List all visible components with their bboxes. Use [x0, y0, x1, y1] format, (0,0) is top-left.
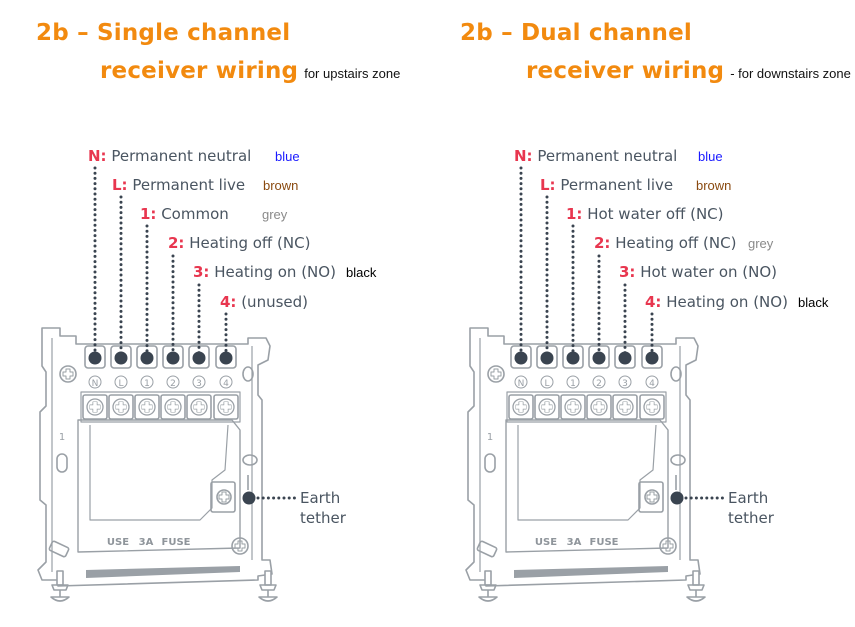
- panel-subtitle: - for downstairs zone: [730, 66, 851, 81]
- wire-color-note: black: [346, 265, 377, 280]
- wire-color-note: blue: [698, 149, 723, 164]
- wire-color-note: grey: [748, 236, 774, 251]
- earth-connection-dot: [670, 491, 684, 505]
- earth-label-line1: Earth: [300, 489, 341, 507]
- earth-connection-dot: [242, 491, 256, 505]
- terminal-label: 3: Hot water on (NO): [619, 263, 777, 281]
- wire-color-note: brown: [263, 178, 299, 193]
- panel-title-line1: 2b – Dual channel: [460, 20, 693, 46]
- single-channel-panel: 2b – Single channel receiver wiring for u…: [0, 0, 427, 627]
- terminal-connection-dot: [592, 351, 606, 365]
- terminal-connection-dot: [566, 351, 580, 365]
- terminal-key: 3:: [193, 263, 210, 281]
- terminal-description: Permanent live: [555, 176, 674, 194]
- fuse-marking: USE: [107, 537, 129, 548]
- backplate-outline: [465, 327, 706, 602]
- terminal-description: Heating off (NC): [610, 234, 737, 252]
- terminal-key: 1:: [566, 205, 583, 223]
- earth-tether-label: Earth tether: [300, 488, 346, 528]
- fuse-marking: FUSE: [590, 537, 619, 548]
- terminal-key: 4:: [645, 293, 662, 311]
- terminal-key: 2:: [168, 234, 185, 252]
- terminal-description: Heating on (NO): [209, 263, 336, 281]
- terminal-description: Hot water on (NO): [635, 263, 777, 281]
- earth-label-line2: tether: [728, 509, 774, 527]
- earth-label-line1: Earth: [728, 489, 769, 507]
- terminal-marking: 2: [170, 379, 176, 389]
- panel-title-line1: 2b – Single channel: [36, 20, 291, 46]
- terminal-marking: 3: [196, 379, 202, 389]
- terminal-label: N: Permanent neutral: [88, 147, 251, 165]
- terminal-marking: 1: [144, 379, 150, 389]
- fuse-marking: 3A: [139, 537, 154, 548]
- terminal-marking: L: [544, 379, 549, 389]
- terminal-description: Permanent neutral: [532, 147, 678, 165]
- wire-color-note: brown: [696, 178, 732, 193]
- terminal-label: 4: Heating on (NO): [645, 293, 788, 311]
- panel-title-line2-text: receiver wiring: [100, 58, 299, 84]
- panel-title-line2-text: receiver wiring: [526, 58, 725, 84]
- terminal-marking: 3: [622, 379, 628, 389]
- terminal-marking: 2: [596, 379, 602, 389]
- terminal-description: Hot water off (NC): [582, 205, 724, 223]
- terminal-marking: L: [118, 379, 123, 389]
- side-marking: 1: [59, 432, 65, 443]
- terminal-label: 2: Heating off (NC): [594, 234, 736, 252]
- terminal-marking: N: [92, 379, 99, 389]
- terminal-key: L:: [540, 176, 556, 194]
- panel-subtitle: for upstairs zone: [304, 66, 401, 81]
- dual-channel-panel: 2b – Dual channel receiver wiring - for d…: [428, 0, 855, 627]
- earth-label-line2: tether: [300, 509, 346, 527]
- terminal-description: Heating on (NO): [661, 293, 788, 311]
- terminal-key: N:: [514, 147, 533, 165]
- side-marking: 1: [487, 432, 493, 443]
- terminal-connection-dot: [540, 351, 554, 365]
- terminal-label: N: Permanent neutral: [514, 147, 677, 165]
- terminal-connection-dot: [166, 351, 180, 365]
- terminal-marking: 4: [223, 379, 229, 389]
- terminal-marking: N: [518, 379, 525, 389]
- terminal-label: 3: Heating on (NO): [193, 263, 336, 281]
- terminal-label: L: Permanent live: [540, 176, 673, 194]
- terminal-connection-dot: [192, 351, 206, 365]
- terminal-marking: 4: [649, 379, 655, 389]
- terminal-key: 2:: [594, 234, 611, 252]
- panel-title-line2: receiver wiring - for downstairs zone: [526, 58, 851, 84]
- terminal-key: N:: [88, 147, 107, 165]
- terminal-description: Permanent neutral: [106, 147, 252, 165]
- terminal-key: 3:: [619, 263, 636, 281]
- wire-color-note: black: [798, 295, 829, 310]
- fuse-marking: 3A: [567, 537, 582, 548]
- terminal-description: Common: [156, 205, 229, 223]
- terminal-connection-dot: [114, 351, 128, 365]
- terminal-label: 2: Heating off (NC): [168, 234, 310, 252]
- terminal-key: 4:: [220, 293, 237, 311]
- wire-color-note: blue: [275, 149, 300, 164]
- terminal-label: 1: Hot water off (NC): [566, 205, 724, 223]
- terminal-label: 4: (unused): [220, 293, 308, 311]
- wire-color-note: grey: [262, 207, 288, 222]
- terminal-label: 1: Common: [140, 205, 229, 223]
- earth-tether-label: Earth tether: [728, 488, 774, 528]
- fuse-marking: FUSE: [162, 537, 191, 548]
- terminal-label: L: Permanent live: [112, 176, 245, 194]
- terminal-key: 1:: [140, 205, 157, 223]
- terminal-connection-dot: [219, 351, 233, 365]
- backplate-outline: [37, 327, 278, 602]
- terminal-description: (unused): [236, 293, 308, 311]
- terminal-connection-dot: [140, 351, 154, 365]
- fuse-marking: USE: [535, 537, 557, 548]
- terminal-connection-dot: [618, 351, 632, 365]
- terminal-connection-dot: [645, 351, 659, 365]
- terminal-description: Heating off (NC): [184, 234, 311, 252]
- terminal-key: L:: [112, 176, 128, 194]
- panel-title-line2: receiver wiring for upstairs zone: [100, 58, 400, 84]
- terminal-connection-dot: [88, 351, 102, 365]
- terminal-description: Permanent live: [127, 176, 246, 194]
- terminal-connection-dot: [514, 351, 528, 365]
- terminal-marking: 1: [570, 379, 576, 389]
